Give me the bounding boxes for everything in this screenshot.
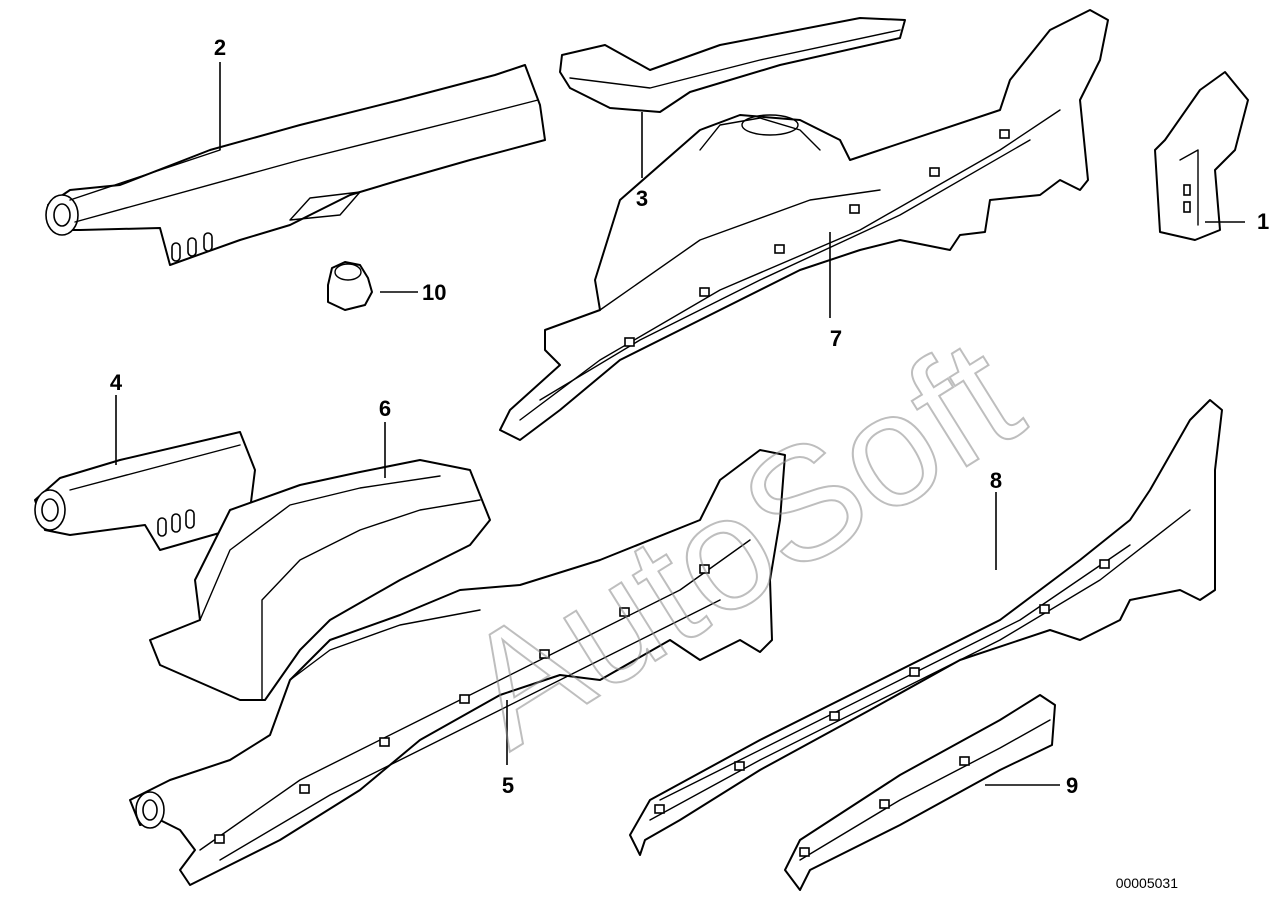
callout-1: 1 bbox=[1257, 209, 1269, 234]
watermark-text: AutoSoft bbox=[433, 304, 1048, 781]
callout-7: 7 bbox=[830, 326, 842, 351]
diagram-id: 00005031 bbox=[1116, 875, 1179, 891]
part-8-side-member bbox=[629, 399, 1223, 856]
callout-8: 8 bbox=[990, 468, 1002, 493]
part-1-bracket bbox=[1154, 71, 1249, 241]
callout-2: 2 bbox=[214, 35, 226, 60]
callout-10: 10 bbox=[422, 280, 446, 305]
callout-6: 6 bbox=[379, 396, 391, 421]
part-2-member bbox=[45, 64, 546, 266]
part-10-clip-nut bbox=[327, 261, 373, 311]
part-3-reinforcement bbox=[559, 17, 906, 113]
part-7-side-member bbox=[499, 9, 1109, 441]
part-4-member bbox=[34, 431, 256, 551]
callout-3: 3 bbox=[636, 186, 648, 211]
callout-4: 4 bbox=[110, 370, 123, 395]
callout-9: 9 bbox=[1066, 773, 1078, 798]
part-5-side-member bbox=[129, 449, 786, 886]
part-9-section bbox=[784, 694, 1056, 891]
part-6-wheel-housing bbox=[149, 459, 491, 701]
callout-5: 5 bbox=[502, 773, 514, 798]
